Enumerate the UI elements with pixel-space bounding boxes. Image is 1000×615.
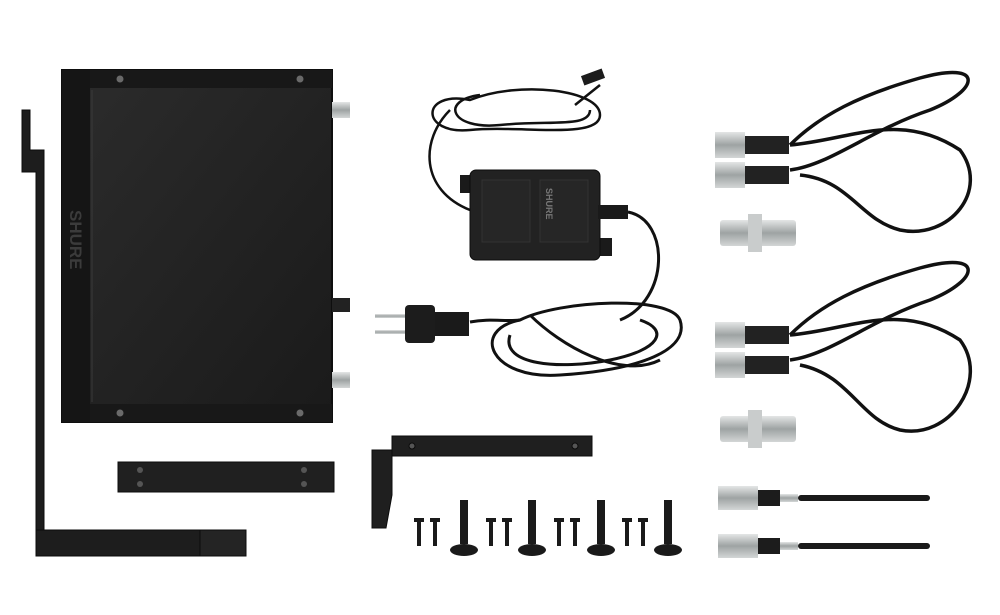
- power-adapter: SHURE: [375, 68, 683, 377]
- bnc-cable-1: [715, 70, 973, 234]
- antenna-port: [332, 372, 350, 388]
- screw-icon: [296, 409, 304, 417]
- screw-icon: [116, 75, 124, 83]
- screw-small-icon: [502, 518, 512, 546]
- screw-large-icon: [654, 500, 682, 556]
- screw-small-icon: [622, 518, 632, 546]
- screw-small-icon: [554, 518, 564, 546]
- screw-large-icon: [450, 500, 478, 556]
- dc-plug: [580, 68, 606, 86]
- screw-large-icon: [518, 500, 546, 556]
- angle-bracket: [371, 435, 593, 529]
- antenna-port: [332, 298, 350, 312]
- ac-plug: [405, 305, 435, 343]
- rack-bracket-long: [21, 109, 247, 557]
- screw-small-icon: [486, 518, 496, 546]
- screw-icon: [116, 409, 124, 417]
- adapter-brand-logo: SHURE: [544, 188, 554, 220]
- screw-small-icon: [570, 518, 580, 546]
- bnc-cable-2: [715, 260, 972, 433]
- brand-logo: SHURE: [66, 210, 85, 270]
- receiver-unit: SHURE: [61, 69, 350, 423]
- antenna-2: [718, 534, 930, 558]
- bnc-barrel-adapter-1: [720, 214, 796, 252]
- screw-small-icon: [638, 518, 648, 546]
- screw-icon: [296, 75, 304, 83]
- antenna-1: [718, 486, 930, 510]
- antenna-port: [332, 102, 350, 118]
- screw-small-icon: [414, 518, 424, 546]
- screw-set: [414, 500, 682, 556]
- screw-small-icon: [430, 518, 440, 546]
- screw-large-icon: [587, 500, 615, 556]
- rack-bracket-short: [117, 461, 335, 493]
- bnc-barrel-adapter-2: [720, 410, 796, 448]
